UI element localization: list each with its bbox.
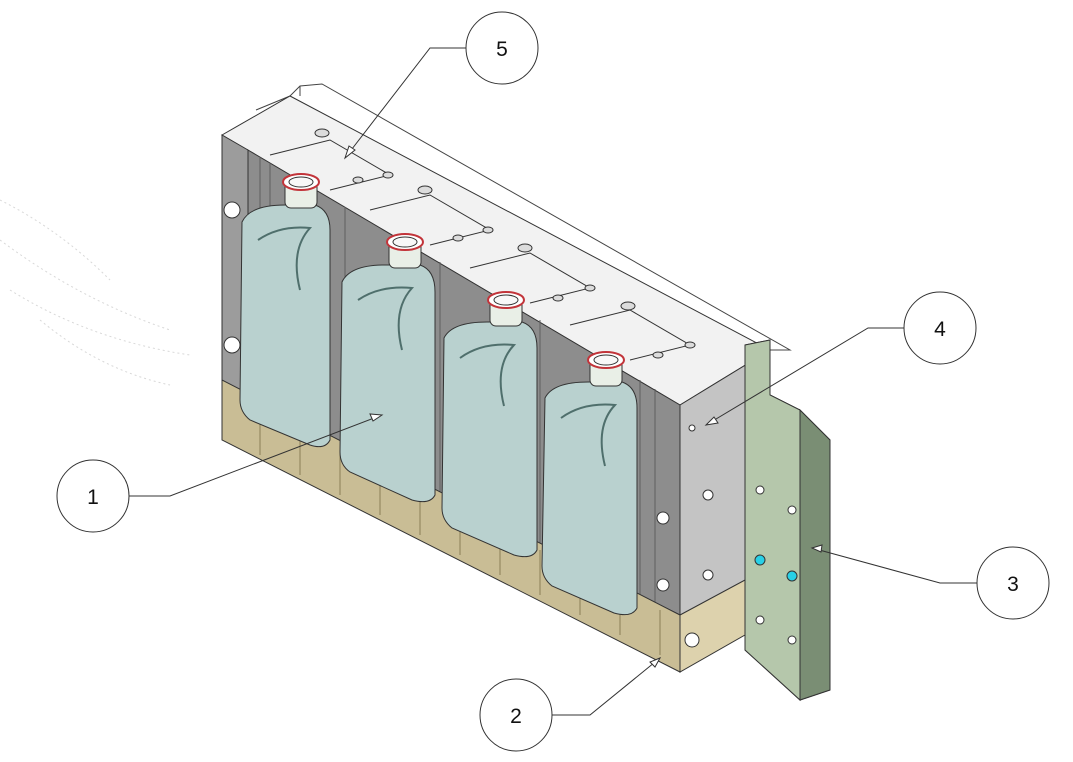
callout-2: 2 — [479, 678, 553, 752]
callout-label: 2 — [510, 705, 522, 728]
callout-label: 4 — [934, 318, 946, 341]
bottle — [441, 291, 538, 558]
leader-1 — [128, 414, 383, 497]
end-face-holes — [223, 201, 714, 592]
bottles — [239, 173, 638, 616]
coolant-port — [786, 570, 798, 582]
leader-2 — [552, 657, 661, 716]
callout-3: 3 — [976, 546, 1050, 620]
back-plate-outline — [255, 83, 792, 351]
top-cavity-inserts — [269, 128, 696, 361]
callout-5: 5 — [465, 11, 539, 85]
bottle — [239, 173, 331, 448]
callout-1: 1 — [56, 459, 130, 533]
coolant-port — [754, 554, 766, 566]
bottle — [541, 351, 638, 616]
bottle — [339, 233, 436, 503]
sketch-lines — [0, 199, 191, 386]
leader-3 — [811, 547, 977, 584]
leader-lines — [128, 47, 977, 716]
callout-4: 4 — [903, 291, 977, 365]
leader-4 — [705, 327, 905, 426]
callout-label: 5 — [496, 38, 508, 61]
callout-label: 3 — [1007, 573, 1019, 596]
callout-label: 1 — [87, 486, 99, 509]
side-mounting-plate — [744, 339, 831, 702]
leader-5 — [344, 47, 466, 159]
